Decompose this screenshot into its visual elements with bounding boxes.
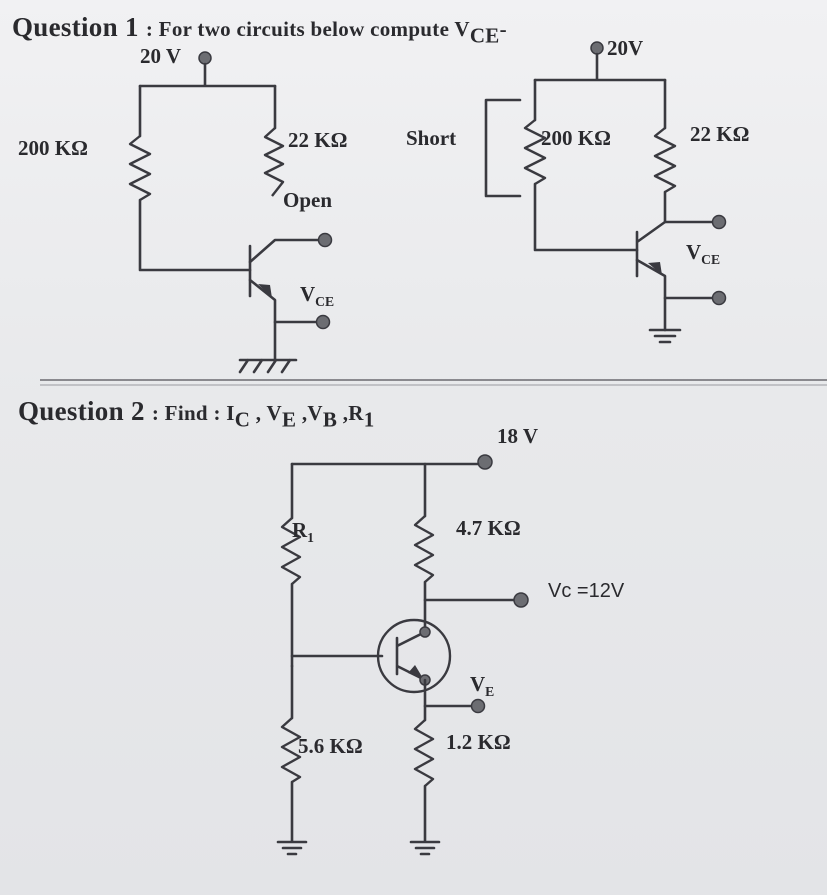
circuit-q2 [276, 454, 529, 856]
question-1-sub: CE [469, 23, 500, 48]
circuit-b-collector-wire [663, 190, 718, 224]
q2-supply-terminal [477, 454, 493, 470]
q2-re-ground [409, 784, 441, 856]
circuit-b-collector-terminal [711, 214, 727, 230]
circuit-a-rc-label: 22 KΩ [288, 128, 348, 152]
q2-supply-label: 18 V [497, 424, 539, 448]
question-1-text: : For two circuits below compute V [145, 17, 470, 41]
circuit-a-rb-label: 200 KΩ [18, 136, 88, 160]
q2-rc-label: 4.7 KΩ [456, 516, 521, 540]
circuit-a-vce-label: VCE [300, 282, 335, 310]
circuit-b-emitter-terminal [711, 290, 727, 306]
q2-r1-label: R1 [292, 518, 314, 546]
circuit-b-short-wire [484, 98, 522, 198]
circuit-b-supply-terminal [590, 41, 604, 55]
circuit-b-transistor [635, 220, 667, 278]
circuit-a-collector-terminal [317, 232, 333, 248]
circuit-a-emitter-arrow [258, 284, 272, 298]
question-1-title: Question 1 [12, 12, 139, 42]
q2-collector-node [419, 626, 431, 638]
circuit-b-vce-label: VCE [686, 240, 721, 268]
q2-ve-terminal [470, 698, 486, 714]
q2-ve-label: VE [470, 672, 495, 700]
circuit-a-collector-wire [248, 238, 324, 264]
circuit-b-short-label: Short [406, 126, 457, 150]
q2-rc-resistor [413, 515, 435, 583]
question-2-heading: Question 2 : Find : IC , VE ,VB ,R1 [18, 396, 375, 432]
circuit-a-top-wire [138, 62, 277, 88]
q2-re-label: 1.2 KΩ [446, 730, 511, 754]
q2-r2-resistor [280, 717, 302, 784]
q2-vc-label: Vc =12V [548, 580, 625, 602]
circuit-b-rc-resistor [653, 127, 677, 194]
circuit-b-emitter-wire [635, 258, 667, 332]
circuit-b-rb-resistor [523, 119, 547, 186]
q2-re-resistor [413, 719, 435, 787]
question-2-title: Question 2 [18, 396, 145, 426]
q2-transistor-envelope [376, 618, 452, 694]
circuit-a-rb-resistor [128, 135, 152, 202]
circuit-a-ground [238, 358, 298, 374]
circuit-b-ground [648, 328, 682, 344]
circuit-b-rb-label: 200 KΩ [541, 126, 611, 150]
circuit-a-emitter-wire [248, 278, 277, 362]
circuit-b-base-wire [533, 182, 639, 252]
circuit-a-supply-label: 20 V [140, 44, 182, 68]
circuit-a-supply-terminal [198, 51, 212, 65]
q2-r1-resistor [280, 517, 302, 585]
circuit-b-top-wire [533, 52, 667, 82]
q2-r2-ground [276, 780, 308, 856]
question-1-tail: - [499, 17, 507, 41]
circuit-b [484, 41, 727, 344]
circuit-a-rc-resistor-open [263, 127, 285, 197]
circuit-b-emitter-arrow [648, 262, 662, 275]
circuit-a [128, 51, 333, 374]
q2-emitter-arrow [408, 665, 424, 680]
circuit-a-open-label: Open [283, 188, 333, 212]
q2-r2-label: 5.6 KΩ [298, 734, 363, 758]
circuit-b-rc-label: 22 KΩ [690, 122, 750, 146]
circuit-a-base-wire [138, 198, 252, 272]
circuit-a-emitter-terminal [315, 314, 331, 330]
q2-vc-terminal [513, 592, 529, 608]
circuit-b-supply-label: 20V [607, 36, 644, 60]
question-1-heading: Question 1 : For two circuits below comp… [12, 12, 507, 48]
